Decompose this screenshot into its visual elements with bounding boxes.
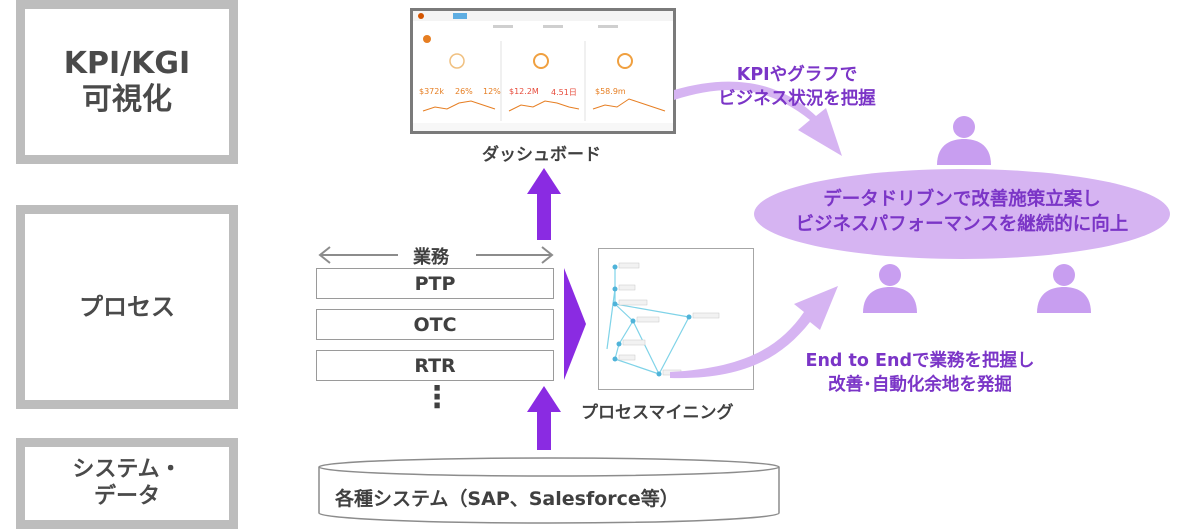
layer-system-data-label: システム・ データ [72, 457, 182, 509]
curved-arrows [670, 81, 842, 379]
arrow-up-from-database [527, 386, 561, 450]
kpi-value-5: 4.51日 [551, 88, 577, 97]
kpi-value-3: 12% [483, 87, 501, 96]
dashboard-thumbnail: $372k 26% 12% $12.2M 4.51日 $58.9m [410, 8, 676, 134]
dashboard-caption: ダッシュボード [482, 145, 601, 165]
process-mining-graph [606, 262, 720, 377]
kpi-value-1: $372k [419, 87, 444, 96]
person-icon-right [1037, 264, 1091, 313]
process-ellipsis: ⋮ [422, 380, 452, 415]
layer-system-data: システム・ データ [16, 438, 238, 529]
kpi-value-4: $12.2M [509, 87, 539, 96]
arrow-up-to-dashboard [527, 168, 561, 240]
kpi-graph-text: KPIやグラフで ビジネス状況を把握 [718, 65, 876, 109]
database-cylinder [318, 457, 780, 524]
improvement-text: データドリブンで改善施策立案し ビジネスパフォーマンスを継続的に向上 [795, 189, 1129, 235]
dashboard-thumbnail-graphic [413, 11, 673, 131]
database-label: 各種システム（SAP、Salesforce等） [335, 488, 679, 510]
process-box-otc: OTC [316, 309, 554, 340]
kpi-value-2: 26% [455, 87, 473, 96]
improvement-ellipse [754, 169, 1170, 259]
process-box-rtr: RTR [316, 350, 554, 381]
process-mining-caption: プロセスマイニング [581, 403, 734, 423]
process-box-ptp: PTP [316, 268, 554, 299]
kpi-value-6: $58.9m [595, 87, 626, 96]
person-icon-top [937, 116, 991, 165]
person-icon-left [863, 264, 917, 313]
layer-process: プロセス [16, 205, 238, 409]
triangle-arrow-to-mining [564, 268, 586, 380]
layer-kpi-kgi-label: KPI/KGI 可視化 [63, 46, 191, 117]
business-label: 業務 [413, 247, 449, 268]
business-double-arrow [318, 246, 554, 264]
layer-kpi-kgi: KPI/KGI 可視化 [16, 0, 238, 164]
end-to-end-text: End to Endで業務を把握し 改善･自動化余地を発掘 [805, 351, 1035, 395]
layer-process-label: プロセス [79, 292, 175, 321]
